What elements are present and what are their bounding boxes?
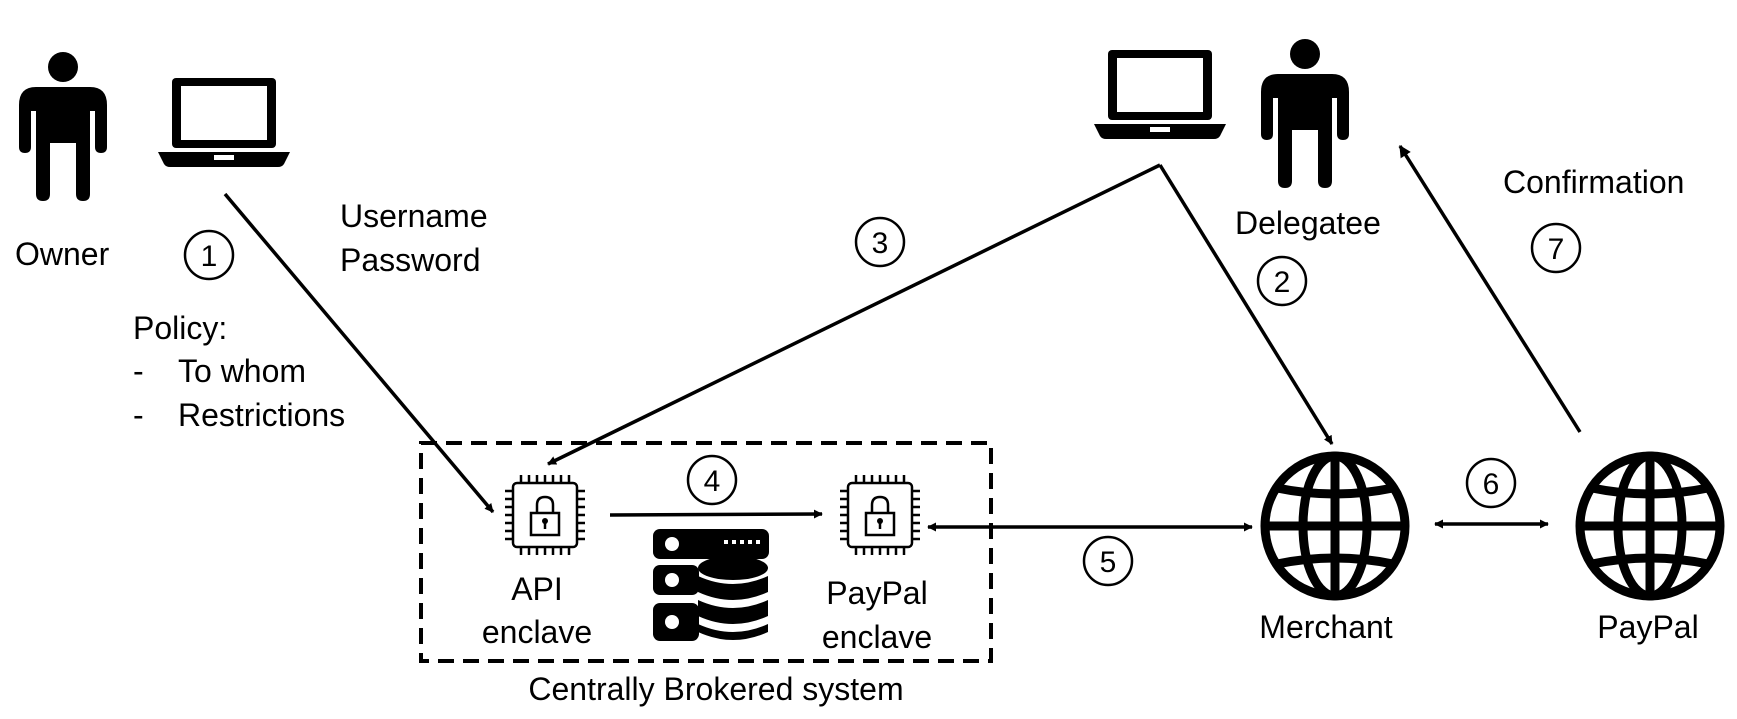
policy-title: Policy: xyxy=(133,310,227,346)
api-enclave-label-line1: API xyxy=(511,571,563,607)
policy-item-to-whom: To whom xyxy=(178,353,306,389)
step-5: 5 xyxy=(1082,535,1134,587)
step-7: 7 xyxy=(1530,222,1582,274)
step-7-number: 7 xyxy=(1548,233,1565,266)
step-4-number: 4 xyxy=(704,465,721,498)
paypal-enclave-label-line1: PayPal xyxy=(826,575,927,611)
policy-bullet-1: - xyxy=(133,353,144,389)
policy-bullet-2: - xyxy=(133,397,144,433)
owner-label: Owner xyxy=(15,236,110,272)
step-6: 6 xyxy=(1465,457,1517,509)
system-label: Centrally Brokered system xyxy=(528,671,903,707)
arrow-delegatee-to-merchant xyxy=(1158,164,1334,445)
step-2: 2 xyxy=(1256,255,1308,307)
step-3-number: 3 xyxy=(872,227,889,260)
step-1: 1 xyxy=(183,229,235,281)
credentials-username: Username xyxy=(340,198,488,234)
confirmation-label: Confirmation xyxy=(1503,164,1684,200)
step-1-number: 1 xyxy=(201,240,218,273)
merchant-label: Merchant xyxy=(1259,609,1393,645)
paypal-enclave-chip-icon xyxy=(838,473,922,557)
api-enclave-label-line2: enclave xyxy=(482,614,592,650)
database-server-icon xyxy=(653,529,769,641)
step-4: 4 xyxy=(686,454,738,506)
credentials-password: Password xyxy=(340,242,481,278)
arrow-api-to-paypal-enclave xyxy=(609,509,823,519)
step-5-number: 5 xyxy=(1100,546,1117,579)
delegatee-laptop-icon xyxy=(1094,50,1226,139)
delegatee-person-icon xyxy=(1261,39,1349,188)
delegatee-label: Delegatee xyxy=(1235,205,1381,241)
step-2-number: 2 xyxy=(1274,266,1291,299)
owner-laptop-icon xyxy=(158,78,290,167)
centrally-brokered-system-box xyxy=(419,441,993,663)
merchant-globe-icon xyxy=(1265,456,1405,596)
api-enclave-chip-icon xyxy=(503,473,587,557)
arrow-paypal-to-delegatee xyxy=(1398,144,1582,433)
paypal-enclave-label-line2: enclave xyxy=(822,619,932,655)
policy-item-restrictions: Restrictions xyxy=(178,397,345,433)
paypal-label: PayPal xyxy=(1597,609,1698,645)
step-6-number: 6 xyxy=(1483,468,1500,501)
arrow-owner-to-api-enclave xyxy=(223,192,495,514)
step-3: 3 xyxy=(854,216,906,268)
arrow-delegatee-to-api-enclave xyxy=(547,163,1161,466)
paypal-globe-icon xyxy=(1580,456,1720,596)
owner-person-icon xyxy=(19,52,107,201)
